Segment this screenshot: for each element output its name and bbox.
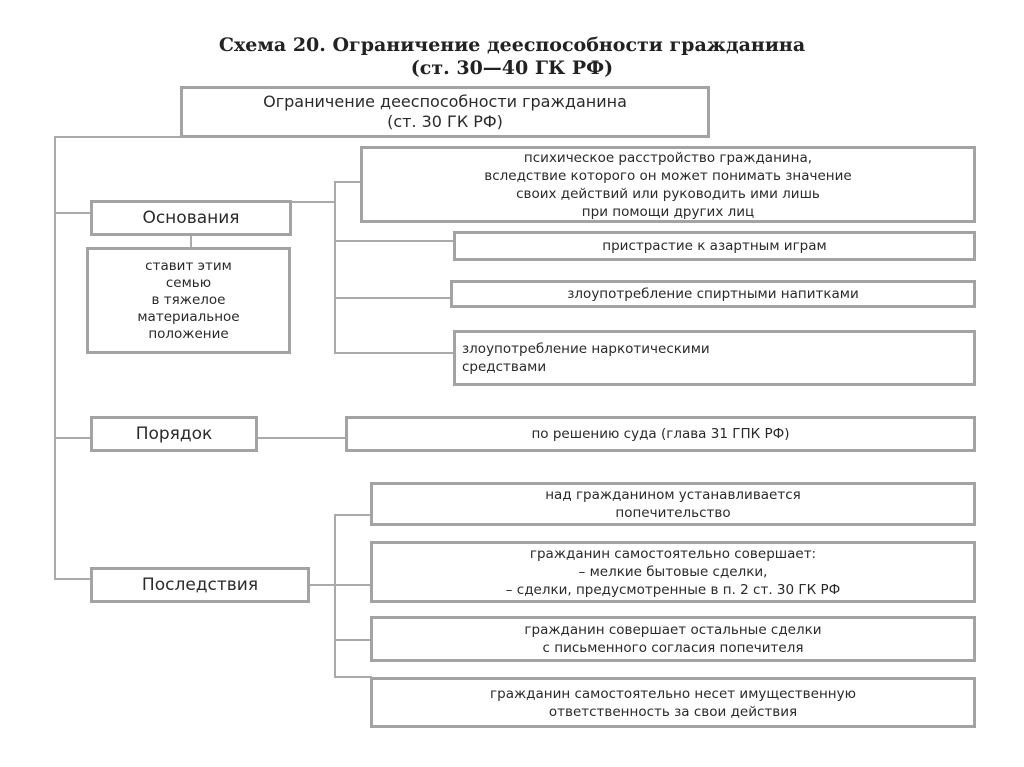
main-connector: [54, 137, 56, 580]
connector: [334, 181, 362, 183]
connector: [54, 437, 92, 439]
diagram-title-line2: (ст. 30—40 ГК РФ): [410, 57, 614, 79]
ground-item-box: злоупотребление наркотическими средствам…: [453, 330, 976, 386]
note-line: ставит этим: [145, 258, 232, 274]
consequence-item-box: гражданин совершает остальные сделки с п…: [370, 616, 976, 662]
connector: [334, 514, 372, 516]
connector: [256, 437, 347, 439]
item-line: гражданин самостоятельно совершает:: [529, 546, 817, 562]
connector: [54, 136, 182, 138]
consequences-bracket: [334, 514, 336, 677]
grounds-note-box: ставит этим семью в тяжелое материальное…: [86, 247, 291, 354]
item-line: – сделки, предусмотренные в п. 2 ст. 30 …: [505, 582, 841, 598]
root-line: Ограничение дееспособности гражданина: [263, 92, 627, 111]
item-line: злоупотребление наркотическими: [462, 341, 710, 357]
item-line: злоупотребление спиртными напитками: [567, 286, 859, 302]
ground-item-box: злоупотребление спиртными напитками: [450, 280, 976, 308]
item-line: при помощи других лиц: [581, 203, 755, 220]
connector: [290, 201, 335, 203]
item-line: – мелкие бытовые сделки,: [578, 564, 768, 580]
procedure-box: Порядок: [90, 416, 258, 452]
ground-item-box: психическое расстройство гражданина, всл…: [360, 146, 976, 223]
item-line: своих действий или руководить ими лишь: [516, 185, 820, 202]
ground-item-box: пристрастие к азартным играм: [453, 231, 976, 261]
consequences-label: Последствия: [141, 575, 259, 595]
consequence-item-box: гражданин самостоятельно совершает: – ме…: [370, 541, 976, 603]
item-line: вследствие которого он может понимать зн…: [484, 167, 852, 184]
connector: [334, 639, 372, 641]
connector: [308, 584, 372, 586]
grounds-label: Основания: [142, 208, 240, 228]
connector: [190, 234, 192, 248]
consequences-box: Последствия: [90, 567, 310, 603]
connector: [54, 578, 92, 580]
note-line: в тяжелое: [151, 292, 226, 308]
item-line: гражданин совершает остальные сделки: [524, 622, 822, 638]
diagram-title-line1: Схема 20. Ограничение дееспособности гра…: [218, 34, 806, 56]
consequence-item-box: гражданин самостоятельно несет имуществе…: [370, 677, 976, 728]
note-line: положение: [148, 326, 229, 342]
procedure-item-box: по решению суда (глава 31 ГПК РФ): [345, 416, 976, 452]
root-box: Ограничение дееспособности гражданина (с…: [180, 86, 710, 138]
grounds-bracket: [334, 181, 336, 353]
note-line: материальное: [137, 309, 240, 325]
grounds-box: Основания: [90, 200, 292, 236]
item-line: пристрастие к азартным играм: [602, 238, 827, 254]
item-line: средствами: [462, 359, 547, 375]
consequence-item-box: над гражданином устанавливается попечите…: [370, 482, 976, 526]
procedure-label: Порядок: [135, 424, 213, 444]
note-line: семью: [165, 275, 212, 291]
connector: [334, 240, 455, 242]
item-line: психическое расстройство гражданина,: [523, 149, 813, 166]
connector: [334, 297, 452, 299]
item-line: над гражданином устанавливается: [545, 487, 801, 503]
item-line: ответственность за свои действия: [548, 703, 798, 720]
connector: [334, 676, 372, 678]
item-line: с письменного согласия попечителя: [542, 640, 804, 656]
item-line: попечительство: [615, 505, 731, 521]
item-line: по решению суда (глава 31 ГПК РФ): [531, 426, 790, 442]
item-line: гражданин самостоятельно несет имуществе…: [490, 685, 856, 702]
connector: [334, 352, 455, 354]
connector: [54, 212, 92, 214]
root-line: (ст. 30 ГК РФ): [387, 112, 503, 131]
